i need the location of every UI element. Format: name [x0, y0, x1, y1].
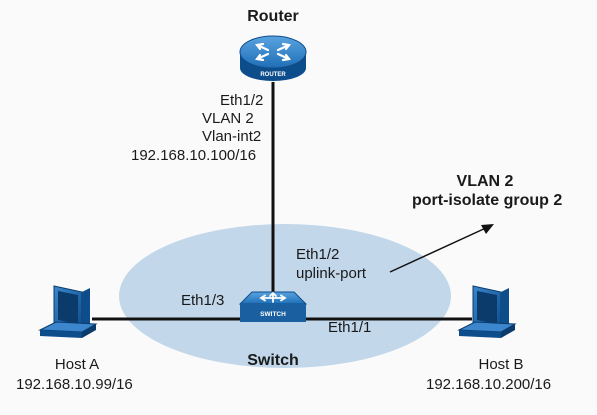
switch-uplink-interface: Eth1/2 — [296, 246, 340, 263]
host-a-computer-icon — [38, 285, 98, 338]
router-port-ip: 192.168.10.100/16 — [131, 147, 257, 164]
switch-badge: SWITCH — [260, 311, 286, 318]
router-port-vlan: VLAN 2 — [202, 110, 254, 127]
host-a-ip: 192.168.10.99/16 — [16, 376, 133, 393]
router-title: Router — [247, 8, 299, 25]
router-port-vlan-int: Vlan-int2 — [202, 128, 262, 145]
router-icon: ROUTER — [239, 35, 307, 81]
annotation-isolate-group: port-isolate group 2 — [412, 192, 563, 209]
host-b-ip: 192.168.10.200/16 — [426, 376, 552, 393]
annotation-arrow — [389, 224, 494, 273]
switch-port-a: Eth1/3 — [181, 292, 225, 309]
host-a-name: Host A — [54, 356, 100, 373]
host-b-name: Host B — [478, 356, 524, 373]
switch-port-b: Eth1/1 — [328, 319, 372, 336]
host-b-computer-icon — [457, 285, 517, 338]
router-port-interface: Eth1/2 — [220, 92, 264, 109]
router-badge: ROUTER — [260, 72, 286, 78]
annotation-vlan: VLAN 2 — [456, 173, 514, 190]
switch-icon: SWITCH — [238, 291, 308, 322]
switch-uplink-role: uplink-port — [296, 265, 367, 282]
switch-title: Switch — [247, 352, 299, 369]
